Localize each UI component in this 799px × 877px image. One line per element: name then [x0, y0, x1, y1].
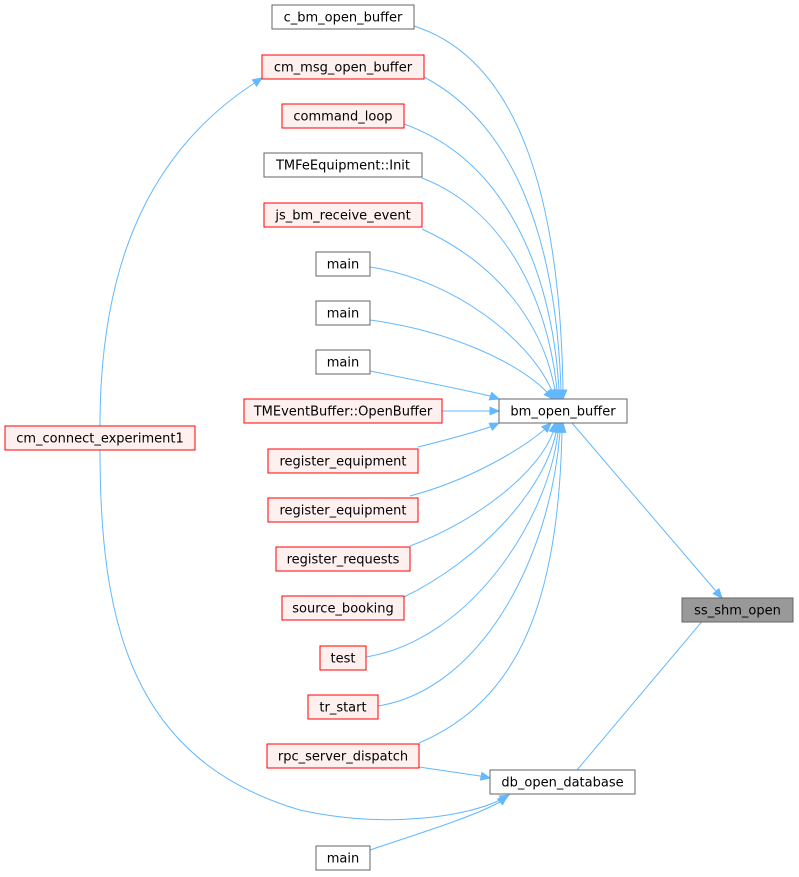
edge-line — [409, 431, 554, 547]
node-label: command_loop — [293, 110, 392, 125]
node-label: js_bm_receive_event — [274, 209, 410, 224]
edge-line — [369, 266, 553, 392]
node-register-equipment-1[interactable]: register_equipment — [267, 448, 419, 474]
edge-source-booking-to-bm-open-buffer — [403, 421, 561, 598]
edge-rpc-server-dispatch-to-bm-open-buffer — [418, 421, 567, 744]
edge-line — [413, 25, 564, 391]
edge-register-requests-to-bm-open-buffer — [409, 421, 558, 547]
node-label: tr_start — [319, 701, 366, 716]
edge-register-equipment-2-to-bm-open-buffer — [409, 422, 552, 497]
node-label: cm_msg_open_buffer — [274, 61, 413, 76]
edge-line — [421, 228, 556, 391]
edge-bm-open-buffer-to-ss-shm-open — [571, 422, 723, 599]
edge-stub — [249, 82, 255, 87]
edge-line — [99, 449, 501, 821]
edge-line — [421, 177, 558, 391]
edge-line — [571, 422, 716, 591]
node-register-requests[interactable]: register_requests — [275, 546, 411, 572]
edge-cm-connect-experiment1-to-cm-msg-open-buffer — [99, 77, 264, 427]
edge-line — [365, 431, 559, 658]
node-main-3[interactable]: main — [315, 349, 371, 375]
arrowhead-icon — [251, 77, 264, 88]
arrowhead-icon — [488, 391, 501, 401]
node-tmevent-buffer-openbuffer[interactable]: TMEventBuffer::OpenBuffer — [243, 398, 443, 424]
edge-line — [576, 605, 716, 771]
edge-tmevent-openbuffer-to-bm-open-buffer — [442, 406, 501, 416]
node-label: main — [327, 356, 359, 371]
node-label: c_bm_open_buffer — [284, 11, 403, 26]
node-label: TMEventBuffer::OpenBuffer — [253, 405, 433, 420]
edge-line — [99, 85, 251, 427]
edge-main-2-to-bm-open-buffer — [369, 319, 554, 400]
node-label: TMFeEquipment::Init — [275, 159, 410, 174]
edge-db-open-database-to-ss-shm-open — [576, 597, 723, 771]
edge-line — [423, 76, 562, 391]
edge-line — [369, 319, 548, 393]
node-cm-connect-experiment1[interactable]: cm_connect_experiment1 — [4, 425, 196, 451]
node-label: register_requests — [287, 553, 400, 568]
edge-rpc-server-dispatch-to-db-open-database — [418, 766, 492, 781]
edge-line — [377, 431, 561, 707]
node-bm-open-buffer[interactable]: bm_open_buffer — [498, 398, 628, 424]
edge-line — [409, 429, 545, 497]
node-label: source_booking — [292, 602, 393, 617]
edge-stub — [714, 589, 717, 592]
edge-line — [403, 431, 557, 598]
edge-js-bm-receive-event-to-bm-open-buffer — [421, 228, 560, 401]
node-label: register_equipment — [280, 504, 407, 519]
node-ss-shm-open[interactable]: ss_shm_open — [681, 597, 794, 623]
node-test[interactable]: test — [319, 645, 367, 671]
node-cm-msg-open-buffer[interactable]: cm_msg_open_buffer — [261, 54, 425, 80]
node-js-bm-receive-event[interactable]: js_bm_receive_event — [263, 202, 423, 228]
edge-register-equipment-1-to-bm-open-buffer — [417, 422, 501, 448]
node-main-2[interactable]: main — [315, 300, 371, 326]
edge-main-1-to-bm-open-buffer — [369, 266, 556, 401]
edge-main-4-to-db-open-database — [369, 795, 508, 851]
edges-layer — [99, 25, 723, 851]
node-label: test — [331, 652, 356, 667]
node-label: register_equipment — [280, 455, 407, 470]
edge-tmfe-init-to-bm-open-buffer — [421, 177, 562, 401]
edge-main-3-to-bm-open-buffer — [369, 370, 501, 401]
node-source-booking[interactable]: source_booking — [281, 595, 405, 621]
node-label: ss_shm_open — [694, 604, 781, 619]
node-c-bm-open-buffer[interactable]: c_bm_open_buffer — [271, 4, 415, 30]
node-label: main — [327, 307, 359, 322]
edge-line — [403, 123, 560, 391]
node-label: db_open_database — [501, 776, 623, 791]
node-label: cm_connect_experiment1 — [16, 432, 184, 447]
node-label: main — [327, 258, 359, 273]
node-command-loop[interactable]: command_loop — [281, 103, 405, 129]
node-label: main — [327, 852, 359, 867]
edge-stub — [543, 429, 545, 431]
edge-command-loop-to-bm-open-buffer — [403, 123, 564, 401]
edge-stub — [499, 798, 502, 801]
edge-c-bm-open-buffer-to-bm-open-buffer — [413, 25, 568, 401]
edge-line — [369, 801, 501, 851]
node-tmfe-equipment-init[interactable]: TMFeEquipment::Init — [263, 152, 423, 178]
edge-line — [418, 431, 563, 744]
edge-line — [417, 426, 491, 448]
node-main-1[interactable]: main — [315, 251, 371, 277]
node-label: rpc_server_dispatch — [278, 750, 408, 765]
node-main-4[interactable]: main — [315, 845, 371, 871]
edge-cm-connect-experiment1-to-db-open-database — [99, 449, 511, 821]
node-register-equipment-2[interactable]: register_equipment — [267, 497, 419, 523]
edge-line — [418, 766, 481, 777]
nodes-layer: ss_shm_open bm_open_buffer db_open_datab… — [4, 4, 794, 871]
node-rpc-server-dispatch[interactable]: rpc_server_dispatch — [266, 743, 420, 769]
arrowhead-icon — [479, 771, 492, 781]
edge-line — [369, 370, 491, 397]
node-tr-start[interactable]: tr_start — [307, 694, 379, 720]
node-label: bm_open_buffer — [510, 405, 616, 420]
node-db-open-database[interactable]: db_open_database — [489, 769, 636, 795]
arrowhead-icon — [489, 406, 501, 416]
